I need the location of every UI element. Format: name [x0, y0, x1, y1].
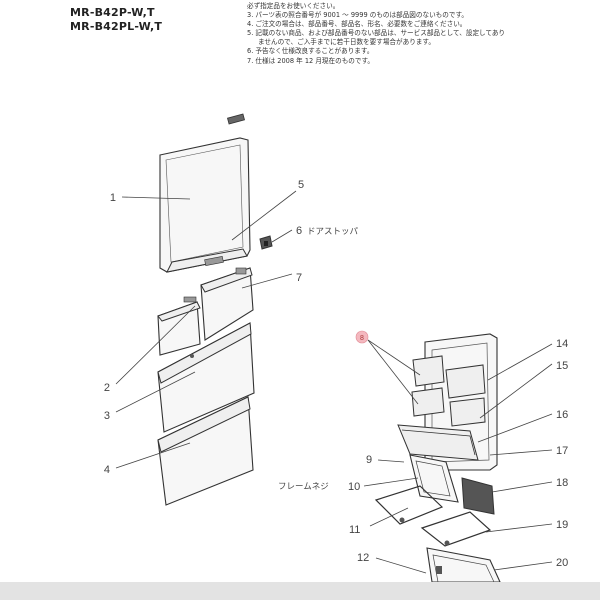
callout-17: 17	[556, 445, 568, 457]
note-line: 必ず指定品をお使いください。	[247, 2, 340, 10]
callout-20: 20	[556, 557, 568, 569]
parts-notes: 必ず指定品をお使いください。 3. パーツ表の照合番号が 9001 ～ 9999…	[247, 2, 597, 66]
frame-part	[409, 454, 495, 515]
callout-19: 19	[556, 519, 568, 531]
footer-bar	[0, 582, 600, 600]
callout-6: 6	[296, 225, 302, 237]
note-line: 6. 予告なく仕様改良することがあります。	[247, 47, 374, 56]
door-stopper-part	[259, 235, 273, 250]
note-line: 3. パーツ表の照合番号が 9001 ～ 9999 のものは部品図のないものです…	[247, 11, 468, 20]
callout-9: 9	[366, 454, 372, 466]
callout-4: 4	[104, 464, 110, 476]
callout-16: 16	[556, 409, 568, 421]
callout-11: 11	[349, 524, 360, 536]
callout-1: 1	[110, 192, 116, 204]
note-line: 5. 記載のない商品、および部品番号のない部品は、サービス部品として、設定してあ…	[247, 29, 506, 38]
middle-drawer-part	[157, 322, 255, 433]
callout-18: 18	[556, 477, 568, 489]
lower-compartment-part	[426, 547, 501, 583]
callout-2: 2	[104, 382, 110, 394]
callout-5: 5	[298, 179, 304, 191]
note-line: 4. ご注文の場合は、部品番号、部品名、形名、必要数をご連絡ください。	[247, 20, 467, 29]
callout-10: 10	[348, 481, 360, 493]
refrigerator-door-part	[397, 333, 498, 471]
note-line: ませんので、ご入手までに若干日数を要す場合があります。	[258, 38, 435, 47]
callout-7: 7	[296, 272, 302, 284]
upper-drawer-parts	[157, 267, 254, 356]
callout-3: 3	[104, 410, 110, 422]
callout-12: 12	[357, 552, 369, 564]
model-number-1: MR-B42P-W,T	[70, 6, 155, 19]
callout-badge-8	[355, 330, 369, 344]
model-number-2: MR-B42PL-W,T	[70, 20, 163, 33]
callout-6-label: ドアストッパ	[307, 227, 359, 237]
callout-8: 8	[360, 335, 364, 342]
callout-10-label: フレームネジ	[278, 482, 329, 492]
callout-14: 14	[556, 338, 568, 350]
lower-drawer-part	[157, 396, 254, 506]
door-panel-part	[159, 113, 251, 273]
callout-15: 15	[556, 360, 568, 372]
note-line: 7. 仕様は 2008 年 12 月現在のものです。	[247, 56, 374, 65]
